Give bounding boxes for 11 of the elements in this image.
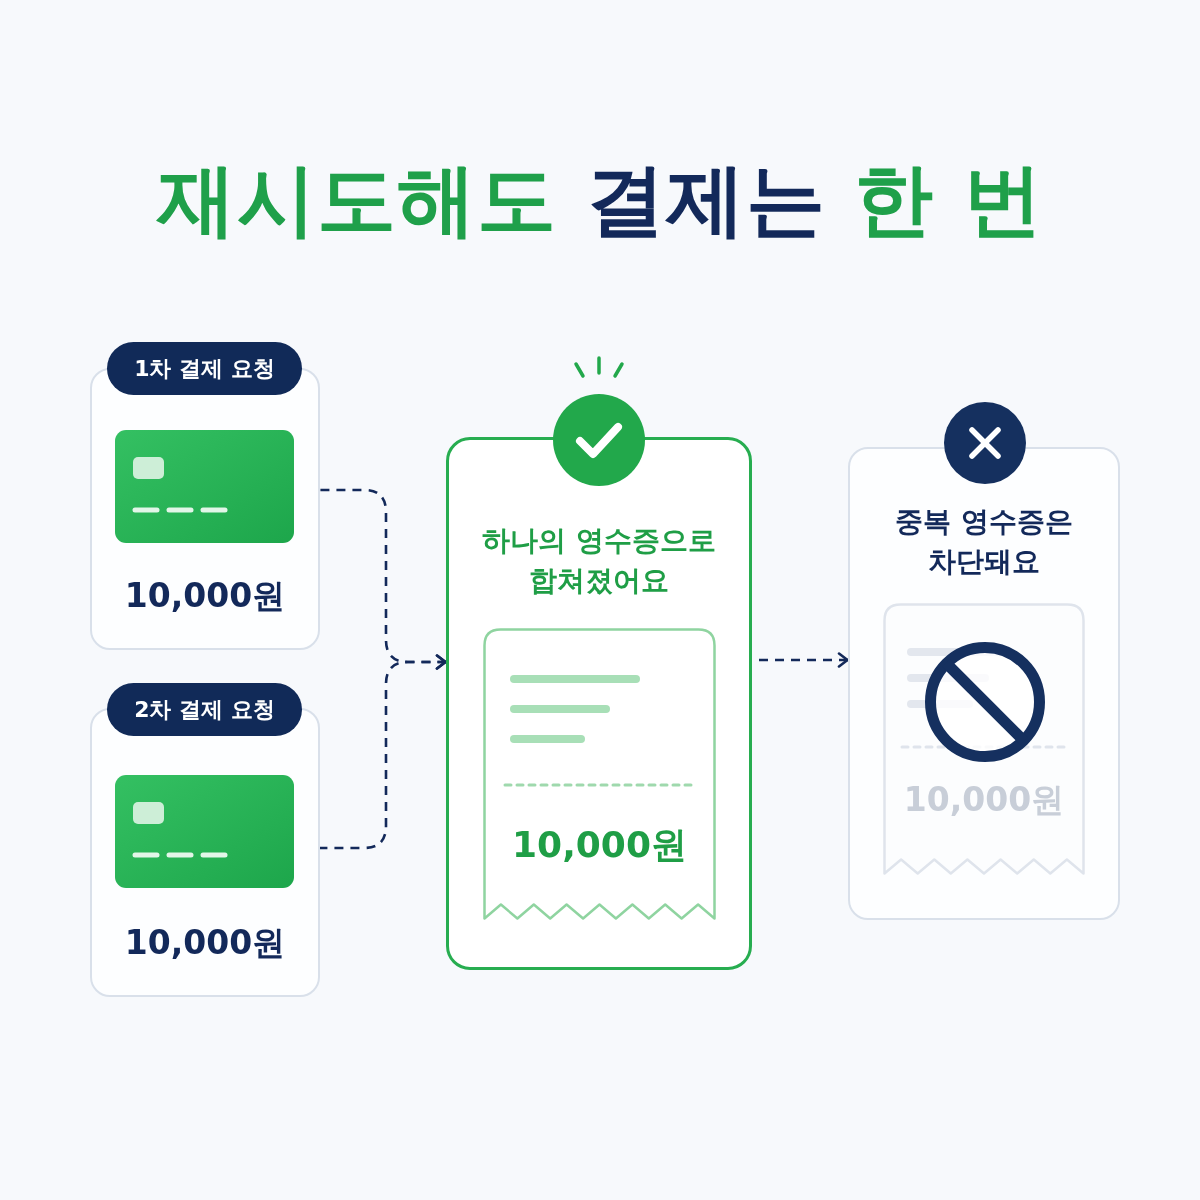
amount-text: 10,000원	[512, 823, 687, 867]
status-text: 중복 영수증은 차단돼요	[894, 504, 1074, 580]
amount-text: 10,000원	[124, 922, 286, 964]
status-text: 하나의 영수증으로 합쳐졌어요	[481, 523, 717, 599]
receipt	[483, 628, 716, 920]
step-pill: 2차 결제 요청	[107, 683, 302, 736]
receipt	[883, 603, 1085, 875]
step-pill: 1차 결제 요청	[107, 342, 302, 395]
title: 재시도해도 결제는 한 번	[157, 153, 1043, 248]
dashed-arrow	[320, 654, 447, 850]
amount-text: 10,000원	[124, 575, 286, 617]
